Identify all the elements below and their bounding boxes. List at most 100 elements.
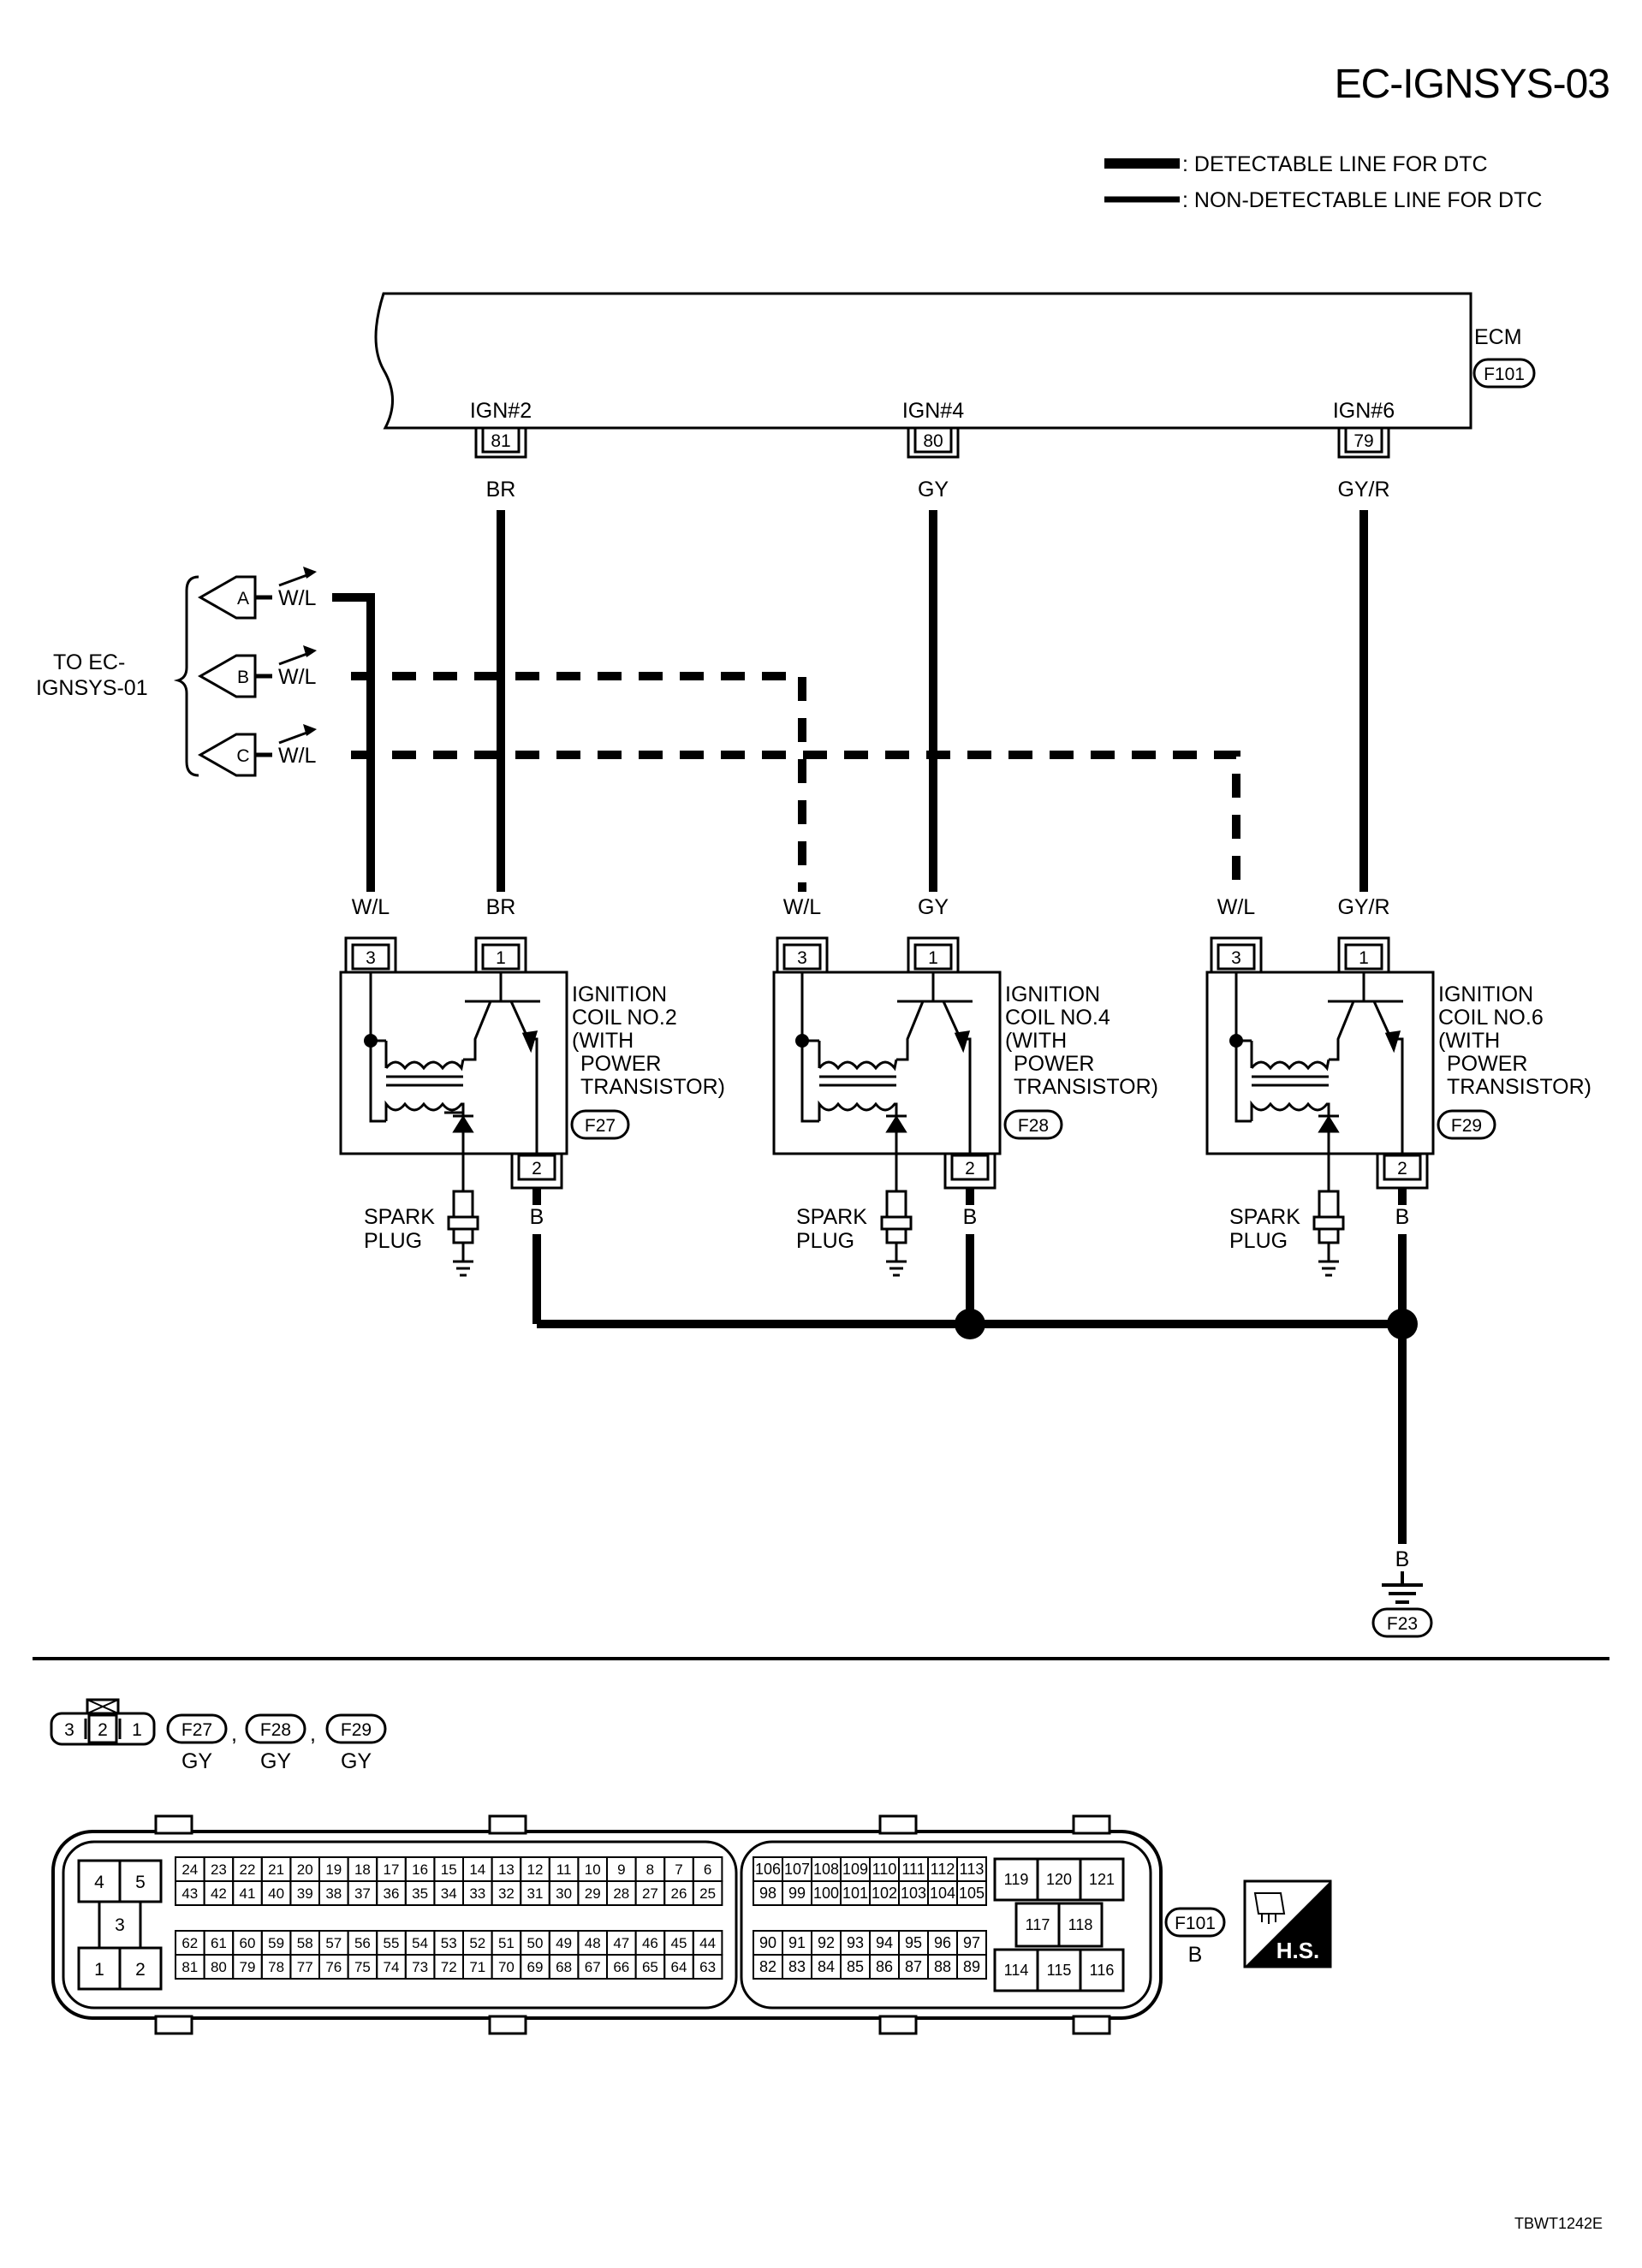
ecm-face-pin-81: 81 (181, 1959, 198, 1975)
spark-plug-label-line2: PLUG (364, 1229, 422, 1253)
ecm-face-pin-24: 24 (181, 1861, 198, 1878)
spark-plug-symbol (1312, 1190, 1345, 1277)
secondary-coil (384, 1100, 465, 1121)
ecm-face-pin-49: 49 (556, 1935, 572, 1951)
ecm-face-pin-44: 44 (699, 1935, 716, 1951)
ecm-face-pin-117: 117 (1026, 1916, 1050, 1933)
coil-pin3-box (782, 943, 822, 971)
spark-plug-top (1318, 1190, 1340, 1219)
spark-plug-ground (453, 1243, 473, 1277)
coil-connector-face-view: 3 2 1 F27 , GY F28 , GY F29 GY (50, 1698, 387, 1773)
ecm-face-pin-83: 83 (788, 1958, 806, 1975)
ecm-face-pin-113: 113 (960, 1861, 985, 1878)
coil-internal-circuit (800, 972, 973, 1154)
ecm-face-pin-36: 36 (384, 1885, 400, 1902)
ecm-face-pin-38: 38 (325, 1885, 342, 1902)
ecm-name: ECM (1474, 325, 1522, 349)
ecm-face-pin-31: 31 (527, 1885, 544, 1902)
ecm-face-pin-103: 103 (901, 1885, 926, 1902)
diode-symbol (885, 1115, 907, 1133)
ground-wire-color: B (1395, 1547, 1410, 1571)
ecm-face-outer (51, 1830, 1163, 2020)
ecm-face-pin-80: 80 (211, 1959, 227, 1975)
ecm-face-pin-92: 92 (818, 1934, 835, 1951)
coil-pin2-box (517, 1154, 556, 1181)
ecm-face-pin-115: 115 (1047, 1962, 1072, 1979)
ecm-face-pin-60: 60 (240, 1935, 256, 1951)
coil-pin1-number: 1 (1359, 948, 1369, 968)
ecm-face-pin-40: 40 (268, 1885, 284, 1902)
ecm-face-pin-98: 98 (759, 1885, 776, 1902)
ecm-face-connector-badge (1164, 1907, 1226, 1938)
connector-c-id: C (236, 746, 249, 766)
ecm-face-pin-41: 41 (240, 1885, 256, 1902)
ecm-connector-badge (1472, 358, 1536, 389)
ecm-box (374, 292, 1472, 430)
ecm-face-pin-75: 75 (354, 1959, 371, 1975)
coil-desc-line5: TRANSISTOR) (1014, 1075, 1158, 1099)
ecm-face-latch-bottom-4 (1072, 2015, 1111, 2035)
splice-junction-2 (1387, 1309, 1418, 1339)
ecm-wire-color: GY/R (1337, 478, 1389, 502)
coil-connector-id: F27 (585, 1116, 616, 1136)
harness-side-connector-glyph (1253, 1892, 1286, 1924)
ecm-face-pin-67: 67 (585, 1959, 601, 1975)
ecm-face-pin-73: 73 (412, 1959, 428, 1975)
ecm-face-pin-39: 39 (297, 1885, 313, 1902)
ecm-face-pin-14: 14 (469, 1861, 485, 1878)
coil-connector-middle-pin (87, 1713, 118, 1744)
ecm-pin-number: 81 (491, 431, 510, 451)
connector-a-id: A (237, 589, 249, 609)
ecm-face-pin-109: 109 (842, 1861, 868, 1878)
ecm-unit: ECM F101 (374, 292, 1536, 430)
ecm-face-pin-79: 79 (240, 1959, 256, 1975)
ecm-face-pin-17: 17 (384, 1861, 400, 1878)
page-title: EC-IGNSYS-03 (1335, 62, 1609, 107)
ecm-face-pin-2: 2 (135, 1960, 146, 1980)
ecm-face-left-block (77, 1859, 163, 1991)
ecm-face-pin-82: 82 (759, 1958, 776, 1975)
ecm-face-pin-57: 57 (325, 1935, 342, 1951)
coil-desc-line2: COIL NO.6 (1438, 1006, 1544, 1030)
ecm-face-connector-id: F101 (1175, 1914, 1216, 1933)
ecm-face-pin-100: 100 (813, 1885, 839, 1902)
ecm-face-connector-color: B (1188, 1943, 1203, 1967)
to-reference-brace (173, 575, 199, 777)
spark-plug-body (447, 1215, 479, 1231)
ecm-connector-id: F101 (1484, 365, 1525, 384)
ecm-face-inner-right (740, 1840, 1152, 2010)
ecm-face-pin-cell (956, 1954, 987, 1980)
ecm-face-pin-12: 12 (527, 1861, 544, 1878)
legend-non-detectable-label: : NON-DETECTABLE LINE FOR DTC (1182, 188, 1542, 212)
coil-pin1-wire: BR (486, 895, 516, 919)
spark-plug-body (1312, 1215, 1345, 1231)
coil-pin1-bracket (474, 936, 527, 972)
ecm-face-pin-19: 19 (325, 1861, 342, 1878)
coil-pin3-number: 3 (797, 948, 807, 968)
connector-a-wire: W/L (278, 586, 317, 610)
ecm-pin-bracket (1337, 428, 1390, 459)
ecm-face-pin-72: 72 (441, 1959, 457, 1975)
coil-pin1-bracket (1337, 936, 1390, 972)
wl-feed-wires (332, 593, 1240, 892)
ecm-face-pin-111: 111 (901, 1861, 925, 1878)
spark-plug-label-line2: PLUG (1229, 1229, 1288, 1253)
ecm-pin-bracket (474, 428, 527, 459)
to-reference-line1: TO EC- (53, 650, 125, 674)
ecm-face-pin-52: 52 (469, 1935, 485, 1951)
legend-detectable-label: : DETECTABLE LINE FOR DTC (1182, 152, 1488, 176)
ecm-face-pin-20: 20 (297, 1861, 313, 1878)
coil-pin2-wire: B (963, 1205, 978, 1229)
spark-plug-top (885, 1190, 907, 1219)
coil-pin2-box (1383, 1154, 1422, 1181)
ecm-face-pin-114: 114 (1004, 1962, 1029, 1979)
coil-internal-circuit (1234, 972, 1404, 1154)
coil-desc-line1: IGNITION (572, 983, 667, 1006)
harness-side-label: H.S. (1276, 1938, 1320, 1963)
coil-pin3-number: 3 (366, 948, 376, 968)
ecm-signal-label: IGN#6 (1333, 399, 1395, 423)
ecm-face-pin-13: 13 (498, 1861, 515, 1878)
splice-junction-1 (955, 1309, 985, 1339)
